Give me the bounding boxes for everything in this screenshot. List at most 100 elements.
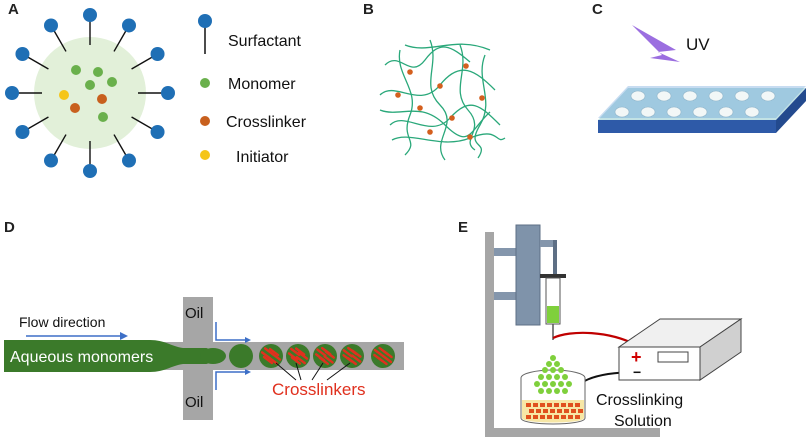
crosslinked-bead	[568, 403, 573, 407]
network-crosslinks	[395, 63, 485, 140]
crosslinked-bead	[526, 415, 531, 419]
falling-droplet	[554, 361, 560, 367]
surfactant-head	[83, 8, 97, 22]
uv-label: UV	[686, 35, 710, 54]
chip-well	[760, 90, 776, 102]
legend-crosslinker-label: Crosslinker	[226, 114, 307, 131]
crosslink-node	[449, 115, 455, 121]
surfactant-head	[15, 47, 30, 61]
droplet-body	[286, 344, 310, 368]
falling-droplet	[546, 374, 552, 380]
crosslink-node	[427, 129, 433, 135]
crosslinked-bead	[550, 409, 555, 413]
chip-well	[744, 106, 760, 118]
oil-flow-arrowhead-top	[245, 337, 251, 343]
chip-well	[708, 90, 724, 102]
surfactant-head	[83, 164, 97, 178]
microfluidic-chip	[598, 86, 806, 133]
crosslinked-bead	[540, 415, 545, 419]
crosslinked-droplet	[286, 344, 310, 368]
falling-droplet	[542, 381, 548, 387]
surfactant-head	[161, 86, 175, 100]
initiator-dot	[59, 90, 69, 100]
crosslinked-bead	[529, 409, 534, 413]
crosslink-mark	[295, 355, 306, 365]
crosslinked-bead	[564, 409, 569, 413]
crosslink-node	[463, 63, 469, 69]
crosslinked-bead	[547, 415, 552, 419]
polymer-strand	[459, 44, 476, 151]
legend-a: Surfactant Monomer Crosslinker Initiator	[198, 14, 307, 166]
crosslinkers-label: Crosslinkers	[272, 380, 366, 399]
crosslinked-bead	[561, 403, 566, 407]
crosslink-mark	[260, 351, 272, 360]
crosslinked-bead	[536, 409, 541, 413]
surfactant-head	[150, 47, 165, 61]
crosslink-mark	[373, 348, 385, 358]
micelle-halo	[34, 37, 146, 149]
falling-droplet	[554, 388, 560, 394]
panel-a: A Surfactant Monomer Crosslinker	[5, 1, 307, 178]
monomer-dot	[98, 112, 108, 122]
panel-a-letter: A	[8, 1, 19, 18]
falling-droplet	[558, 381, 564, 387]
legend-monomer-label: Monomer	[228, 76, 296, 93]
crosslink-mark	[373, 353, 384, 363]
pointer-line	[326, 362, 351, 381]
flow-direction-label: Flow direction	[19, 314, 105, 330]
falling-droplet	[538, 388, 544, 394]
surfactant-ring	[5, 8, 175, 178]
chip-well	[630, 90, 646, 102]
surfactant-tail	[131, 56, 153, 70]
crosslink-mark	[268, 347, 280, 357]
micelle-core-particles	[59, 65, 117, 122]
surfactant-tail	[27, 56, 49, 70]
crosslink-mark	[262, 355, 274, 365]
micelle	[5, 8, 175, 178]
polymer-strand	[429, 39, 448, 161]
panel-c: C UV	[592, 1, 806, 133]
oil-flow-arrowhead-bottom	[245, 369, 251, 375]
polymer-strand	[384, 46, 471, 68]
crosslinked-bead	[547, 403, 552, 407]
surfactant-tail	[131, 116, 153, 130]
chip-well	[682, 90, 698, 102]
oil-bottom-label: Oil	[185, 394, 203, 411]
positive-terminal-label: +	[631, 347, 642, 367]
crosslinked-bead	[578, 409, 583, 413]
falling-droplet	[558, 367, 564, 373]
crosslinker-dot	[97, 94, 107, 104]
crosslink-mark	[324, 350, 336, 359]
plunger-rod	[553, 240, 557, 275]
crosslink-node	[395, 92, 401, 98]
uv-lightning-icon	[632, 25, 680, 62]
crosslink-mark	[351, 354, 362, 363]
falling-droplet	[546, 388, 552, 394]
panel-e: E + − Crosslinking Solut	[458, 219, 743, 437]
pump-arm	[540, 240, 556, 247]
pinching-droplet	[200, 348, 226, 364]
legend-surfactant-label: Surfactant	[228, 33, 301, 50]
crosslinked-bead	[568, 415, 573, 419]
falling-droplet	[550, 367, 556, 373]
crosslinking-solution-label-line1: Crosslinking	[596, 392, 683, 409]
chip-well	[734, 90, 750, 102]
falling-droplet	[554, 374, 560, 380]
chip-well	[718, 106, 734, 118]
falling-droplet	[566, 381, 572, 387]
falling-droplet	[538, 374, 544, 380]
falling-droplet	[550, 381, 556, 387]
crosslink-mark	[342, 354, 353, 363]
oil-flow-arrow-bottom	[215, 371, 245, 390]
crosslink-node	[479, 95, 485, 101]
falling-droplet	[542, 367, 548, 373]
crosslink-node	[437, 83, 443, 89]
surfactant-tail	[53, 134, 67, 156]
crosslink-mark	[316, 348, 327, 357]
panel-d-letter: D	[4, 219, 15, 236]
crosslink-mark	[263, 347, 275, 356]
crosslinked-bead	[540, 403, 545, 407]
polymer-strand	[379, 69, 496, 96]
surfactant-tail	[27, 116, 49, 130]
